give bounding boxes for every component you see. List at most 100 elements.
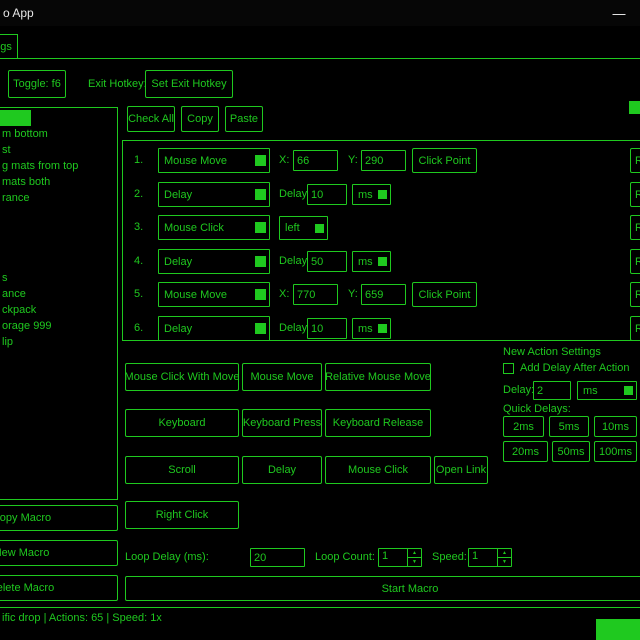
action-type-select[interactable]: Delay [158,316,270,341]
macro-list-item[interactable]: mats both [2,176,51,188]
quick-delay-100ms-button[interactable]: 100ms [594,441,637,462]
dropdown-indicator-icon [378,257,387,266]
add-mouse-move-button[interactable]: Mouse Move [242,363,322,391]
minimize-icon[interactable]: — [612,5,626,21]
click-point-button[interactable]: Click Point [412,148,477,173]
macro-list-item[interactable]: s [2,272,8,284]
remove-action-button[interactable]: Remove [630,182,640,207]
check-all-button[interactable]: Check All [127,106,175,132]
add-keyboard-button[interactable]: Keyboard [125,409,239,437]
remove-action-button[interactable]: Remove [630,148,640,173]
add-scroll-button[interactable]: Scroll [125,456,239,484]
spinner-down-icon[interactable]: ▼ [412,559,417,565]
delay-value-input[interactable] [307,251,347,272]
delay-unit-select[interactable]: ms [352,318,391,339]
new-action-delay-unit-select[interactable]: ms [577,381,637,400]
x-coordinate-input[interactable] [293,150,338,171]
macro-list[interactable]: m bottom st g mats from top mats both ra… [0,107,118,500]
dropdown-indicator-icon [624,386,633,395]
action-type-select[interactable]: Mouse Move [158,282,270,307]
dropdown-indicator-icon [255,256,266,267]
y-coordinate-input[interactable] [361,150,406,171]
loop-delay-input[interactable] [250,548,305,567]
action-type-select[interactable]: Delay [158,182,270,207]
quick-delay-10ms-button[interactable]: 10ms [594,416,637,437]
quick-delay-5ms-button[interactable]: 5ms [549,416,589,437]
macro-list-item[interactable]: g mats from top [2,160,79,172]
delay-unit-select[interactable]: ms [352,251,391,272]
action-row-number: 1. [134,154,144,166]
exit-hotkey-label: Exit Hotkey: [88,78,147,90]
dropdown-indicator-icon [255,289,266,300]
delay-unit-value: ms [583,384,598,397]
macro-list-item[interactable]: ckpack [2,304,37,316]
spinner-up-icon[interactable]: ▲ [498,549,511,558]
action-row-number: 3. [134,221,144,233]
action-row-number: 6. [134,322,144,334]
copy-macro-button[interactable]: Copy Macro [0,505,118,531]
add-relative-mouse-move-button[interactable]: Relative Mouse Move [325,363,431,391]
click-point-button[interactable]: Click Point [412,282,477,307]
add-delay-after-action-checkbox[interactable] [503,363,514,374]
new-action-settings-title: New Action Settings [503,346,601,358]
status-indicator-block [596,619,640,640]
new-action-delay-input[interactable] [533,381,571,400]
speed-spinner[interactable]: 1 ▲▼ [468,548,512,567]
set-exit-hotkey-button[interactable]: Set Exit Hotkey [145,70,233,98]
spinner-up-icon[interactable]: ▲ [408,549,421,558]
macro-list-item[interactable]: rance [2,192,30,204]
delay-label: Delay [279,188,308,200]
delay-unit-select[interactable]: ms [352,184,391,205]
remove-action-button[interactable]: Remove [630,215,640,240]
loop-count-spinner[interactable]: 1 ▲▼ [378,548,422,567]
speed-label: Speed: [432,551,467,563]
add-keyboard-release-button[interactable]: Keyboard Release [325,409,431,437]
loop-count-value: 1 [382,550,389,562]
titlebar: o App — [0,0,640,26]
x-coordinate-input[interactable] [293,284,338,305]
macro-list-item-selected[interactable] [0,110,31,126]
action-type-value: Mouse Move [164,288,227,301]
quick-delay-50ms-button[interactable]: 50ms [552,441,590,462]
action-type-value: Delay [164,322,193,335]
macro-list-item[interactable]: m bottom [2,128,48,140]
status-bar-divider [0,607,640,608]
tab-settings[interactable]: Settings [0,34,18,59]
add-open-link-button[interactable]: Open Link [434,456,488,484]
mouse-button-select[interactable]: left [279,216,328,240]
spinner-arrows: ▲▼ [407,549,421,566]
add-mouse-click-with-move-button[interactable]: Mouse Click With Move [125,363,239,391]
add-keyboard-press-button[interactable]: Keyboard Press [242,409,322,437]
remove-action-button[interactable]: Remove [630,282,640,307]
delay-unit-value: ms [358,188,373,201]
action-type-select[interactable]: Mouse Move [158,148,270,173]
start-macro-button[interactable]: Start Macro [125,576,640,601]
delay-value-input[interactable] [307,318,347,339]
delay-label: Delay [279,255,308,267]
macro-list-item[interactable]: st [2,144,11,156]
delay-value-input[interactable] [307,184,347,205]
remove-action-button[interactable]: Remove [630,316,640,341]
macro-list-item[interactable]: orage 999 [2,320,52,332]
delete-macro-button[interactable]: Delete Macro [0,575,118,601]
macro-list-item[interactable]: lip [2,336,14,348]
remove-action-button[interactable]: Remove [630,249,640,274]
new-action-delay-label: Delay: [503,384,535,396]
x-label: X: [279,154,290,166]
action-type-select[interactable]: Delay [158,249,270,274]
quick-delay-20ms-button[interactable]: 20ms [503,441,548,462]
y-coordinate-input[interactable] [361,284,406,305]
paste-actions-button[interactable]: Paste [225,106,263,132]
new-macro-button[interactable]: New Macro [0,540,118,566]
action-type-select[interactable]: Mouse Click [158,215,270,240]
macro-list-item[interactable]: ance [2,288,26,300]
add-right-click-button[interactable]: Right Click [125,501,239,529]
toggle-hotkey-button[interactable]: Toggle: f6 [8,70,66,98]
quick-delay-2ms-button[interactable]: 2ms [503,416,544,437]
add-mouse-click-button[interactable]: Mouse Click [325,456,431,484]
spinner-down-icon[interactable]: ▼ [502,559,507,565]
select-all-checkbox[interactable] [629,101,640,114]
copy-actions-button[interactable]: Copy [181,106,219,132]
add-delay-button[interactable]: Delay [242,456,322,484]
